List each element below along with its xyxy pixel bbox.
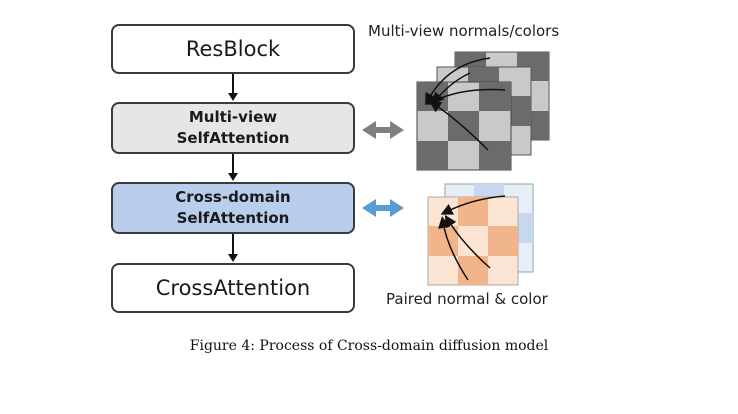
multiview-label-line2: SelfAttention [176, 129, 290, 147]
flow-arrow-mv-to-cd [228, 154, 238, 181]
resblock-label: ResBlock [185, 37, 281, 61]
multiview-label-line1: Multi-view [188, 108, 278, 126]
paired-normal-color-stack [427, 183, 534, 286]
crossdomain-label-line2: SelfAttention [176, 209, 290, 227]
blue-double-arrow [362, 199, 404, 217]
crossattention-block: CrossAttention [111, 263, 355, 313]
paired-normal-color-label: Paired normal & color [386, 290, 548, 308]
gray-double-arrow [362, 121, 404, 139]
multiview-selfattention-block: Multi-view SelfAttention [111, 102, 355, 154]
resblock-block: ResBlock [111, 24, 355, 74]
multiview-checker-stack [416, 51, 550, 171]
flow-arrow-res-to-mv [228, 74, 238, 101]
multiview-normals-colors-label: Multi-view normals/colors [368, 22, 560, 40]
flow-arrow-cd-to-ca [228, 234, 238, 262]
crossdomain-label-line1: Cross-domain [175, 188, 291, 206]
crossattention-label: CrossAttention [155, 276, 311, 300]
figure-caption: Figure 4: Process of Cross-domain diffus… [189, 338, 549, 354]
crossdomain-selfattention-block: Cross-domain SelfAttention [111, 182, 355, 234]
